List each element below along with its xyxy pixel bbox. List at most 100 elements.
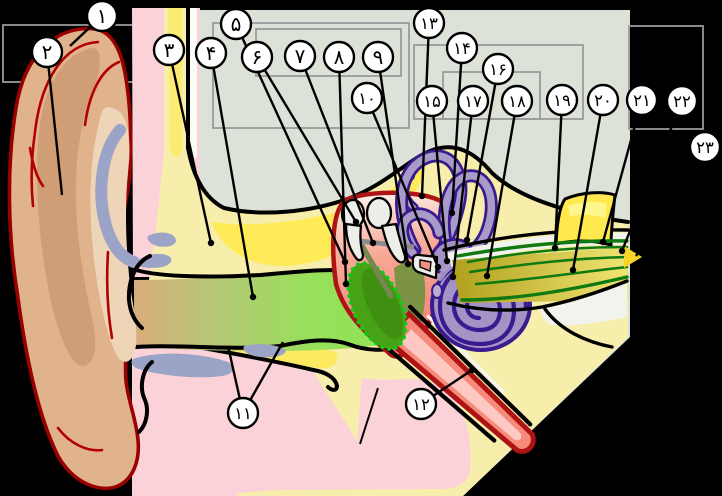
marker-23: ۲۳ [688, 130, 722, 164]
meatus-lower-wall [540, 283, 627, 326]
leader-dot-17 [449, 273, 457, 281]
marker-3: ۳ [152, 33, 186, 67]
svg-text:۱۹: ۱۹ [553, 91, 571, 110]
marker-14: ۱۴ [445, 31, 479, 65]
marker-1: ۱ [85, 0, 119, 33]
pinna [7, 26, 154, 491]
leader-dot-14 [448, 209, 456, 217]
svg-text:۲: ۲ [42, 40, 53, 64]
marker-2: ۲ [30, 35, 64, 69]
svg-text:۱۴: ۱۴ [453, 39, 471, 58]
cartilage-tragus-upper [147, 232, 176, 247]
incus-body [365, 196, 393, 230]
incus-process [380, 222, 407, 264]
malleus-neck [344, 222, 365, 262]
helix-vessel-2 [83, 60, 121, 127]
leader-line-3 [167, 49, 213, 244]
stapes-arch [419, 259, 432, 272]
helix-vessel-4 [105, 250, 114, 340]
marker-4: ۴ [194, 36, 228, 70]
svg-text:۹: ۹ [373, 45, 384, 69]
leader-line-19 [553, 99, 564, 249]
marker-22: ۲۲ [665, 84, 699, 118]
tube-rail-lower [377, 338, 497, 443]
bone-gap [189, 8, 197, 158]
leader-dot-5 [341, 258, 349, 266]
leader-line-15 [430, 100, 449, 262]
marker-20: ۲۰ [586, 83, 620, 117]
concha-cartilage [95, 124, 140, 268]
svg-text:۱۶: ۱۶ [489, 60, 507, 79]
canal-bottom-outline [122, 338, 406, 352]
svg-text:۱۳: ۱۳ [420, 14, 438, 33]
leader-line-22 [620, 100, 684, 252]
marker-15: ۱۵ [415, 84, 449, 118]
leader-dot-20 [569, 266, 577, 274]
group-box-middle-ear [212, 22, 410, 129]
marker-10: ۱۰ [350, 81, 384, 115]
marker-7: ۷ [283, 39, 317, 73]
svg-text:۱: ۱ [97, 4, 108, 28]
marker-8: ۸ [322, 40, 356, 74]
svg-text:۶: ۶ [252, 45, 263, 69]
leader-dot-6 [352, 218, 360, 226]
leader-line-16 [465, 68, 500, 241]
eardrum-shade [361, 268, 404, 339]
bone-wedge [312, 367, 362, 442]
marker-11: ۱۱ [226, 396, 260, 430]
leader-line-4 [209, 52, 255, 298]
leader-dot-21 [599, 238, 607, 246]
svg-text:۸: ۸ [334, 45, 345, 69]
svg-text:۱۱: ۱۱ [234, 404, 252, 423]
svg-text:۳: ۳ [164, 38, 175, 62]
leader-line-17 [451, 100, 475, 278]
helix-vessel-1 [30, 40, 100, 208]
leader-dot-15 [443, 257, 451, 265]
canal-top-outline [129, 266, 356, 279]
nerve-line-5 [460, 275, 629, 302]
helix-vessel-3 [28, 146, 45, 188]
cartilage-blob-lower [131, 353, 233, 378]
leader-line-6 [255, 56, 358, 223]
meatus-lower-outline [446, 279, 629, 312]
marker-19: ۱۹ [545, 83, 579, 117]
svg-text:۲۲: ۲۲ [673, 92, 691, 111]
marker-13: ۱۳ [412, 6, 446, 40]
bony-capsule-core [568, 201, 607, 218]
eardrum [346, 261, 408, 351]
nerve-line-2 [466, 245, 629, 264]
lobe-vessel [56, 426, 104, 452]
leader-dot-8 [342, 280, 350, 288]
leader-dot-12 [468, 366, 476, 374]
nerve-line-4 [474, 265, 629, 286]
bone-bright-upper [212, 160, 425, 267]
group-box-nerves [628, 25, 704, 130]
round-window [431, 283, 443, 299]
ear-canal [134, 272, 402, 351]
svg-text:۷: ۷ [295, 44, 306, 68]
leader-line-2 [45, 51, 64, 196]
svg-text:۱۷: ۱۷ [464, 92, 482, 111]
svg-text:۲۳: ۲۳ [696, 138, 714, 157]
marker-12: ۱۲ [404, 387, 438, 421]
tragus-outline [126, 254, 152, 330]
leader-dot-3 [207, 239, 215, 247]
leader-line-7 [298, 55, 375, 244]
leader-line-18 [485, 100, 519, 277]
nerve-band [452, 247, 628, 303]
leader-line-23 [634, 146, 707, 257]
marker-18: ۱۸ [500, 84, 534, 118]
svg-text:۵: ۵ [231, 12, 242, 36]
marker-17: ۱۷ [456, 84, 490, 118]
marker-5: ۵ [219, 7, 253, 41]
leader-dot-10 [434, 263, 442, 271]
svg-text:۱۸: ۱۸ [508, 92, 526, 111]
leader-dot-7 [369, 239, 377, 247]
intertragic-outline [137, 360, 154, 434]
superior-canal [397, 152, 465, 255]
svg-text:۲۰: ۲۰ [594, 91, 612, 110]
marker-6: ۶ [240, 40, 274, 74]
leader-dot-4 [249, 293, 257, 301]
tube-rail-upper [408, 304, 533, 427]
